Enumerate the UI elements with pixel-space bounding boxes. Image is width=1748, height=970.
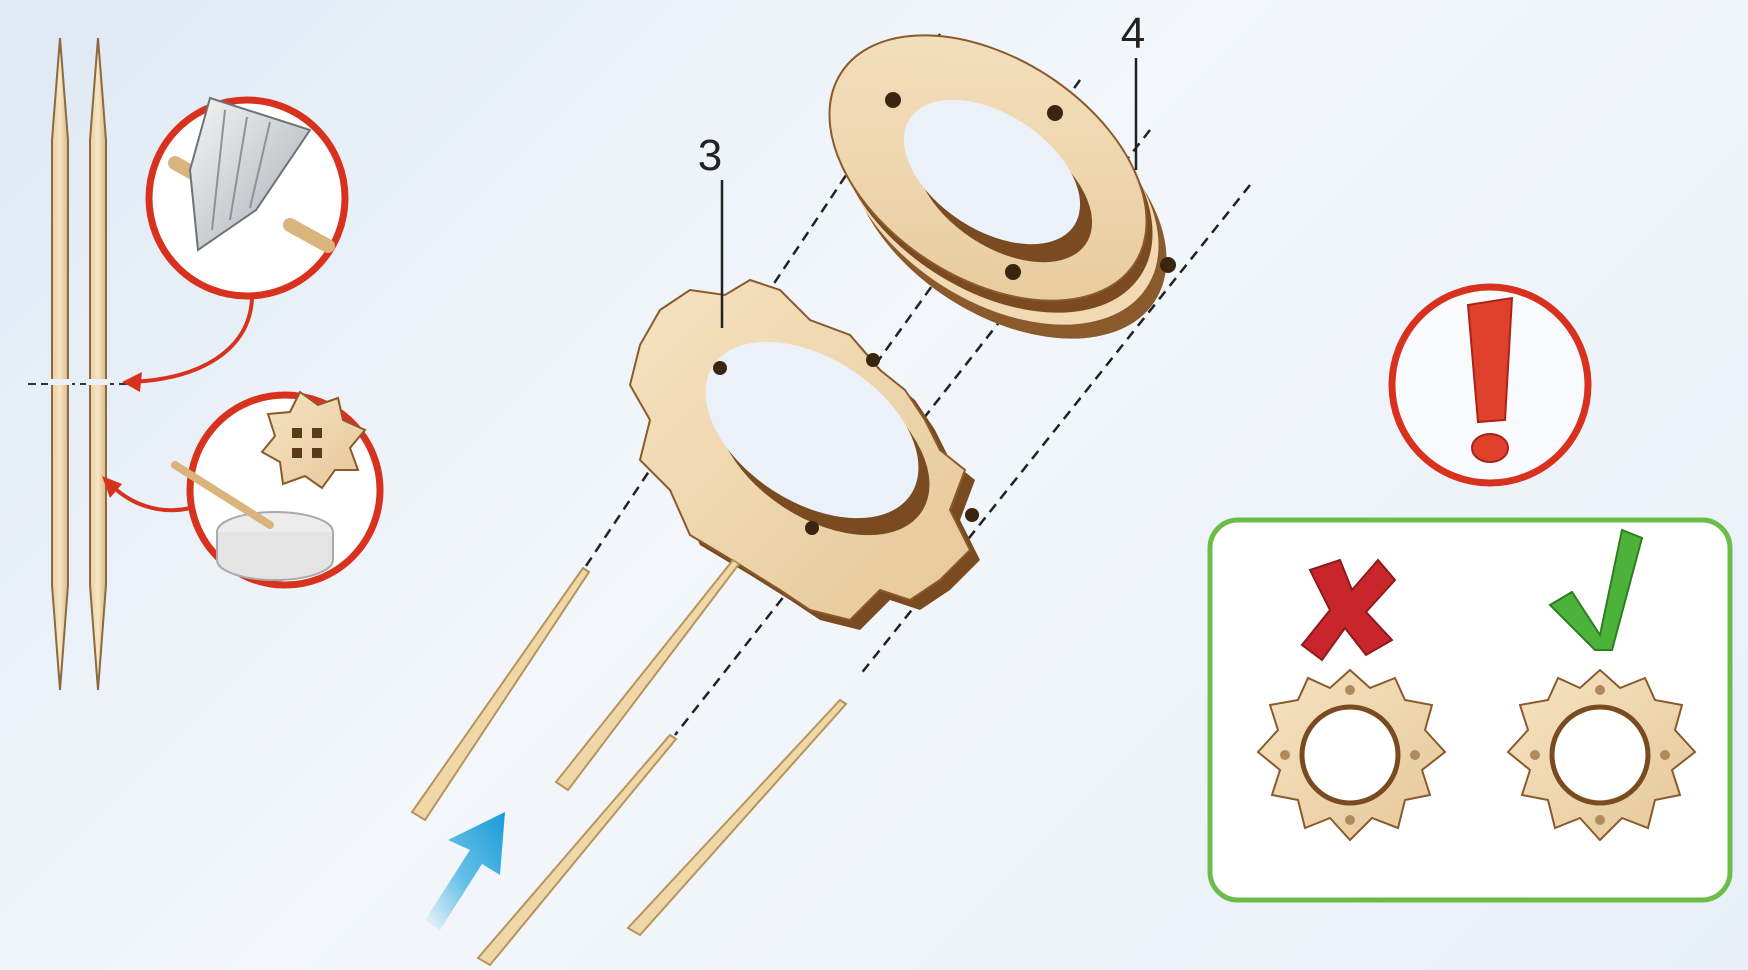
gear-part-3 <box>630 280 980 630</box>
toothpicks <box>28 38 135 690</box>
toothpick-pegs <box>412 560 846 965</box>
toothpick-right <box>90 38 106 690</box>
exclamation-warning-icon <box>1392 287 1588 483</box>
glue-dip-icon <box>175 392 380 585</box>
blue-arrow-icon <box>425 812 505 930</box>
toothpick-left <box>52 38 68 690</box>
comparison-panel <box>1210 520 1730 900</box>
part-3-label: 3 <box>698 131 722 180</box>
cut-arrow <box>128 298 252 382</box>
part-4-label: 4 <box>1121 9 1145 58</box>
glue-arrow <box>108 482 190 510</box>
knife-cut-icon <box>149 98 345 296</box>
